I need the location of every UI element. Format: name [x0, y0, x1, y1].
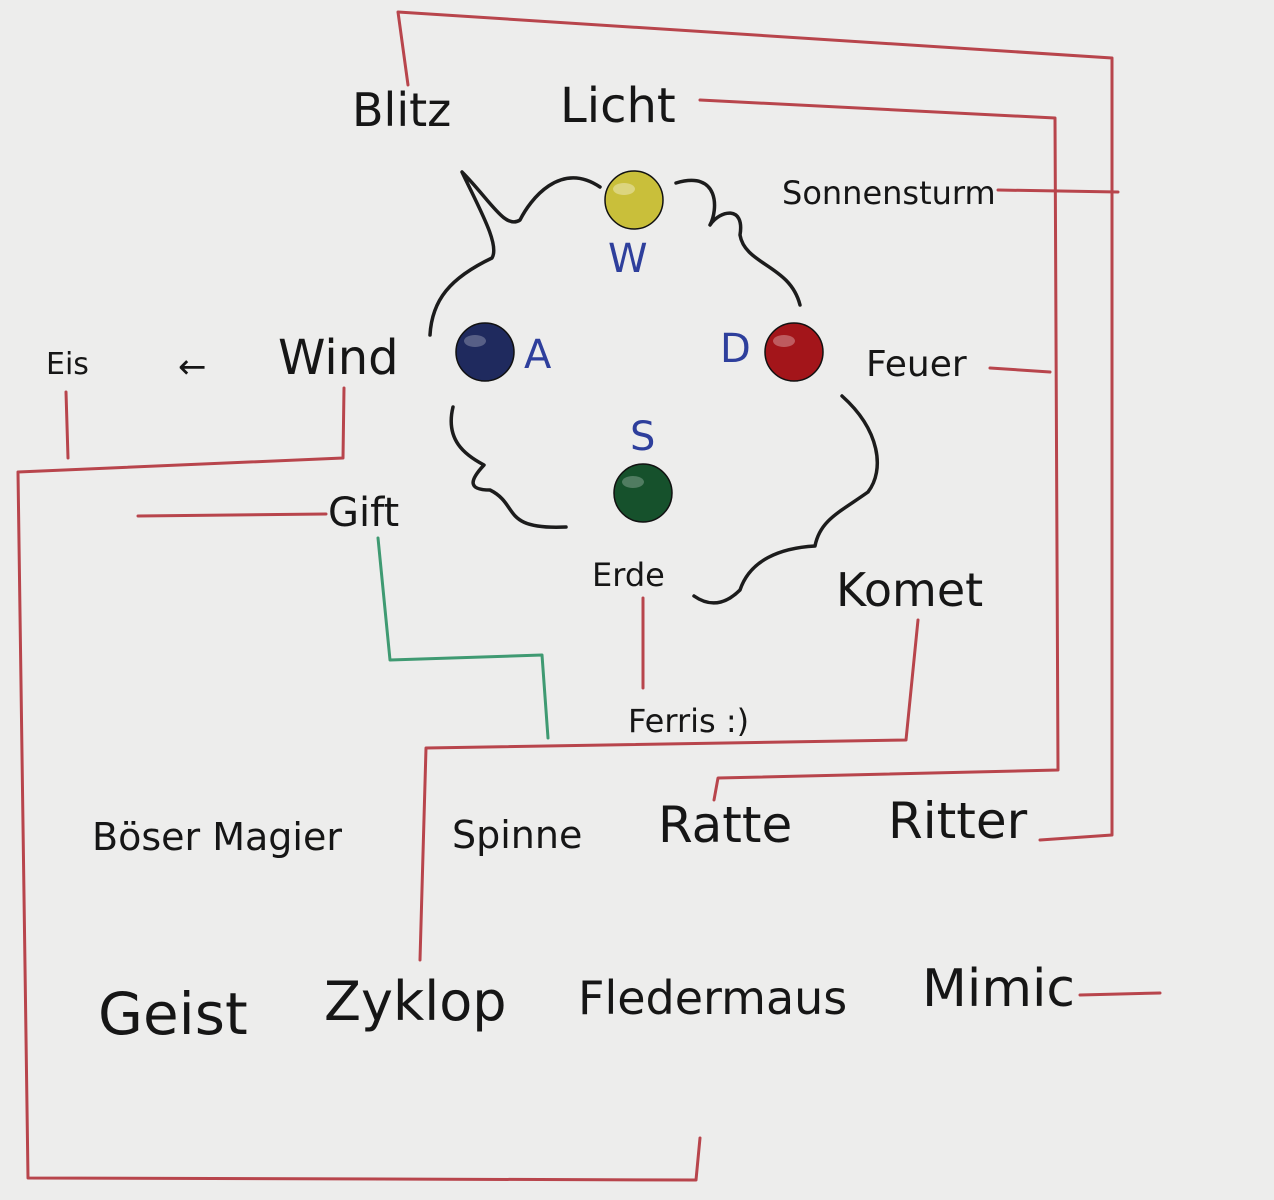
creature-geist: Geist	[98, 980, 248, 1048]
magnet-w-shine	[613, 183, 635, 195]
creature-ritter: Ritter	[888, 792, 1028, 850]
line-licht-ratte	[698, 98, 1060, 802]
element-curves	[428, 170, 880, 605]
element-gift: Gift	[328, 490, 399, 536]
key-label-d: D	[720, 326, 751, 372]
element-erde: Erde	[592, 556, 665, 594]
arrow-to-eis: ←	[178, 347, 207, 387]
magnet-a	[455, 322, 515, 382]
creature-ferris: Ferris :)	[628, 702, 749, 740]
element-blitz: Blitz	[352, 83, 451, 137]
creature-fledermaus: Fledermaus	[578, 971, 847, 1025]
magnet-w	[604, 170, 664, 230]
element-eis: Eis	[46, 347, 89, 382]
magnet-s-shine	[622, 476, 644, 488]
line-komet-zyklop	[418, 618, 920, 962]
element-sonnensturm: Sonnensturm	[782, 174, 996, 212]
curve-a-s	[449, 405, 568, 529]
line-sonnensturm-geist	[996, 188, 1120, 194]
line-gift-spinne	[376, 536, 550, 740]
key-label-s: S	[630, 414, 655, 460]
line-feuer-mimic	[988, 366, 1052, 374]
line-gift-magier	[136, 512, 328, 518]
line-eis-spinne	[64, 390, 70, 460]
curve-w-a	[428, 170, 602, 337]
line-wind-fledermaus	[16, 386, 702, 1182]
element-komet: Komet	[836, 563, 983, 617]
element-licht: Licht	[560, 78, 676, 134]
line-mimic-tail	[1078, 991, 1162, 997]
line-blitz-ritter	[396, 10, 1114, 842]
curve-d-s	[692, 394, 880, 605]
creature-ratte: Ratte	[658, 796, 792, 854]
creature-spinne: Spinne	[452, 813, 582, 857]
magnet-a-shine	[464, 335, 486, 347]
creature-mimic: Mimic	[922, 959, 1075, 1019]
element-wind: Wind	[278, 330, 399, 386]
curve-w-d	[674, 178, 802, 307]
key-label-a: A	[524, 332, 552, 378]
magnets	[455, 170, 824, 523]
connection-lines	[16, 10, 1162, 1182]
element-feuer: Feuer	[866, 344, 967, 385]
magnet-d-shine	[773, 335, 795, 347]
key-label-w: W	[608, 236, 648, 282]
magnet-d	[764, 322, 824, 382]
creature-zyklop: Zyklop	[324, 970, 507, 1033]
magnet-s	[613, 463, 673, 523]
creature-boeser-magier: Böser Magier	[92, 815, 342, 859]
